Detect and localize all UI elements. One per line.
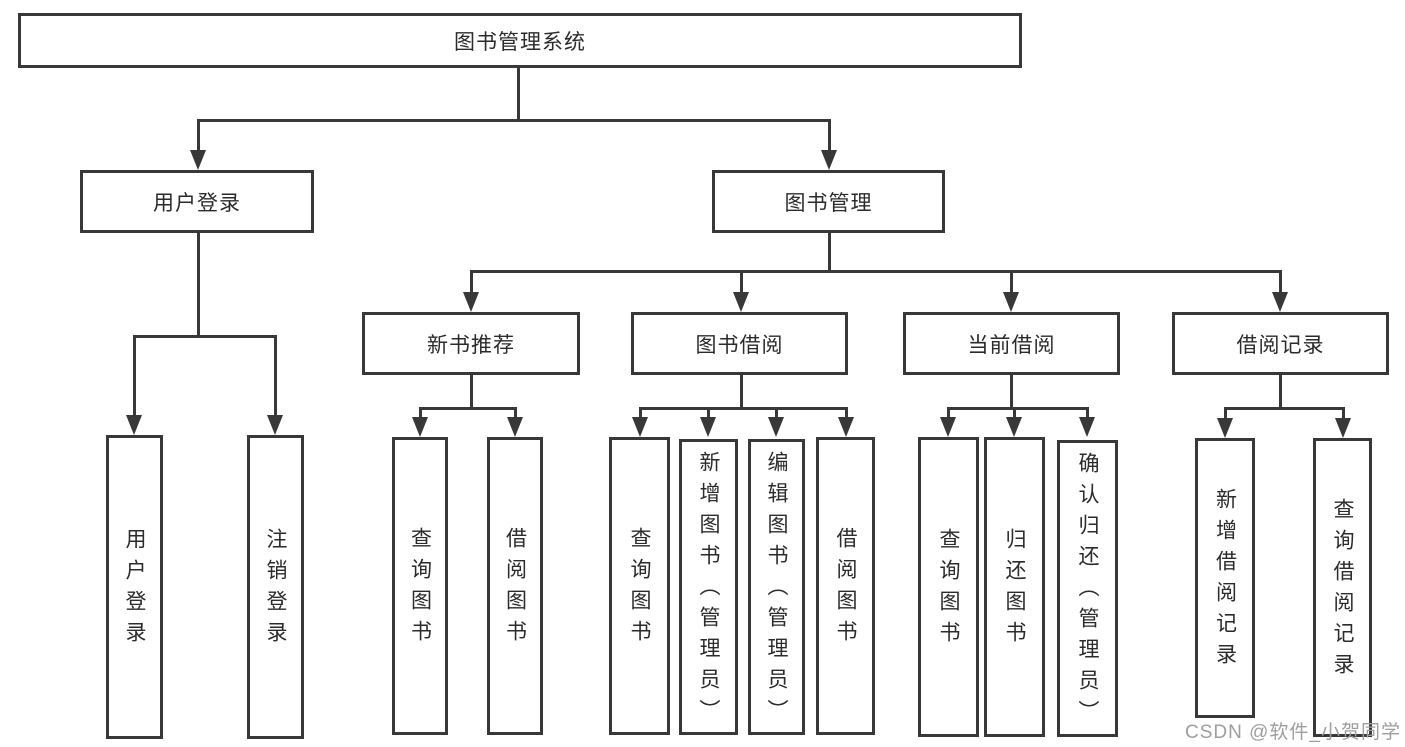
- leaf-current-confirm-return-admin: 确认归还（管理员）: [1057, 440, 1118, 737]
- arrow-down-icon: [821, 150, 837, 170]
- leaf-borrow-borrow-book-label: 借阅图书: [834, 527, 857, 651]
- node-book-management-label: 图书管理: [784, 191, 873, 215]
- node-current-borrow: 当前借阅: [903, 312, 1120, 375]
- leaf-newbook-borrow-book: 借阅图书: [487, 437, 543, 735]
- leaf-user-login: 用户登录: [106, 435, 163, 739]
- leaf-record-query-record: 查询借阅记录: [1313, 438, 1372, 737]
- node-borrow-record: 借阅记录: [1172, 312, 1389, 375]
- connector-line: [1279, 270, 1282, 294]
- connector-line: [828, 233, 831, 270]
- leaf-logout: 注销登录: [247, 435, 304, 739]
- csdn-watermark: CSDN @软件_小贺同学: [1185, 722, 1401, 743]
- arrow-down-icon: [412, 417, 428, 437]
- connector-line: [419, 407, 516, 410]
- arrow-down-icon: [1217, 418, 1233, 438]
- leaf-borrow-borrow-book: 借阅图书: [816, 437, 875, 735]
- leaf-logout-label: 注销登录: [264, 528, 287, 652]
- connector-line: [133, 335, 136, 417]
- connector-line: [947, 407, 1088, 410]
- connector-line: [197, 233, 200, 335]
- node-book-borrow: 图书借阅: [631, 312, 848, 375]
- connector-line: [1224, 407, 1344, 410]
- node-root: 图书管理系统: [18, 13, 1022, 68]
- leaf-borrow-add-book-admin: 新增图书（管理员）: [679, 439, 738, 735]
- connector-line: [740, 375, 743, 407]
- node-root-label: 图书管理系统: [454, 30, 586, 54]
- arrow-down-icon: [733, 292, 749, 312]
- connector-line: [775, 407, 778, 419]
- leaf-newbook-query-book: 查询图书: [392, 437, 448, 735]
- connector-line: [517, 68, 520, 119]
- connector-line: [133, 335, 277, 338]
- connector-line: [470, 375, 473, 407]
- connector-line: [845, 407, 848, 419]
- connector-line: [1013, 407, 1016, 419]
- arrow-down-icon: [838, 417, 854, 437]
- node-new-book-recommend: 新书推荐: [362, 312, 580, 375]
- leaf-borrow-query-book-label: 查询图书: [628, 527, 651, 651]
- leaf-record-query-record-label: 查询借阅记录: [1331, 497, 1354, 684]
- leaf-borrow-query-book: 查询图书: [609, 437, 670, 735]
- leaf-current-query-book: 查询图书: [918, 437, 979, 737]
- arrow-down-icon: [1079, 417, 1095, 437]
- node-current-borrow-label: 当前借阅: [967, 333, 1056, 357]
- arrow-down-icon: [1006, 417, 1022, 437]
- leaf-record-add-record: 新增借阅记录: [1195, 438, 1255, 718]
- connector-line: [639, 407, 642, 419]
- leaf-newbook-borrow-book-label: 借阅图书: [503, 527, 527, 651]
- arrow-down-icon: [1003, 292, 1019, 312]
- connector-line: [1086, 407, 1089, 419]
- connector-line: [707, 407, 710, 419]
- arrow-down-icon: [463, 292, 479, 312]
- node-borrow-record-label: 借阅记录: [1236, 333, 1325, 357]
- connector-line: [1279, 375, 1282, 407]
- arrow-down-icon: [507, 417, 523, 437]
- node-user-login: 用户登录: [80, 170, 314, 233]
- arrow-down-icon: [126, 415, 142, 435]
- arrow-down-icon: [267, 415, 283, 435]
- connector-line: [470, 270, 473, 294]
- leaf-current-return-book-label: 归还图书: [1003, 528, 1026, 652]
- connector-line: [740, 270, 743, 294]
- node-book-borrow-label: 图书借阅: [695, 333, 784, 357]
- connector-line: [1224, 407, 1227, 419]
- node-book-management: 图书管理: [712, 170, 945, 233]
- arrow-down-icon: [1272, 292, 1288, 312]
- leaf-current-return-book: 归还图书: [984, 437, 1045, 737]
- connector-line: [1342, 407, 1345, 419]
- leaf-user-login-label: 用户登录: [123, 528, 146, 652]
- connector-line: [274, 335, 277, 417]
- connector-line: [947, 407, 950, 419]
- arrow-down-icon: [190, 150, 206, 170]
- leaf-borrow-edit-book-admin: 编辑图书（管理员）: [748, 439, 805, 735]
- connector-line: [197, 119, 200, 152]
- leaf-current-confirm-return-admin-label: 确认归还（管理员）: [1076, 452, 1099, 731]
- connector-line: [514, 407, 517, 419]
- connector-line: [470, 270, 1282, 273]
- arrow-down-icon: [940, 417, 956, 437]
- node-user-login-label: 用户登录: [153, 191, 241, 215]
- connector-line: [419, 407, 422, 419]
- leaf-current-query-book-label: 查询图书: [937, 528, 960, 652]
- node-new-book-recommend-label: 新书推荐: [427, 333, 515, 357]
- arrow-down-icon: [632, 417, 648, 437]
- connector-line: [1010, 375, 1013, 407]
- leaf-newbook-query-book-label: 查询图书: [408, 527, 432, 651]
- leaf-record-add-record-label: 新增借阅记录: [1213, 488, 1237, 674]
- connector-line: [1010, 270, 1013, 294]
- arrow-down-icon: [700, 417, 716, 437]
- connector-line: [639, 407, 847, 410]
- connector-line: [197, 119, 831, 122]
- connector-line: [828, 119, 831, 152]
- leaf-borrow-add-book-admin-label: 新增图书（管理员）: [697, 450, 720, 730]
- arrow-down-icon: [768, 417, 784, 437]
- arrow-down-icon: [1335, 418, 1351, 438]
- leaf-borrow-edit-book-admin-label: 编辑图书（管理员）: [765, 450, 788, 730]
